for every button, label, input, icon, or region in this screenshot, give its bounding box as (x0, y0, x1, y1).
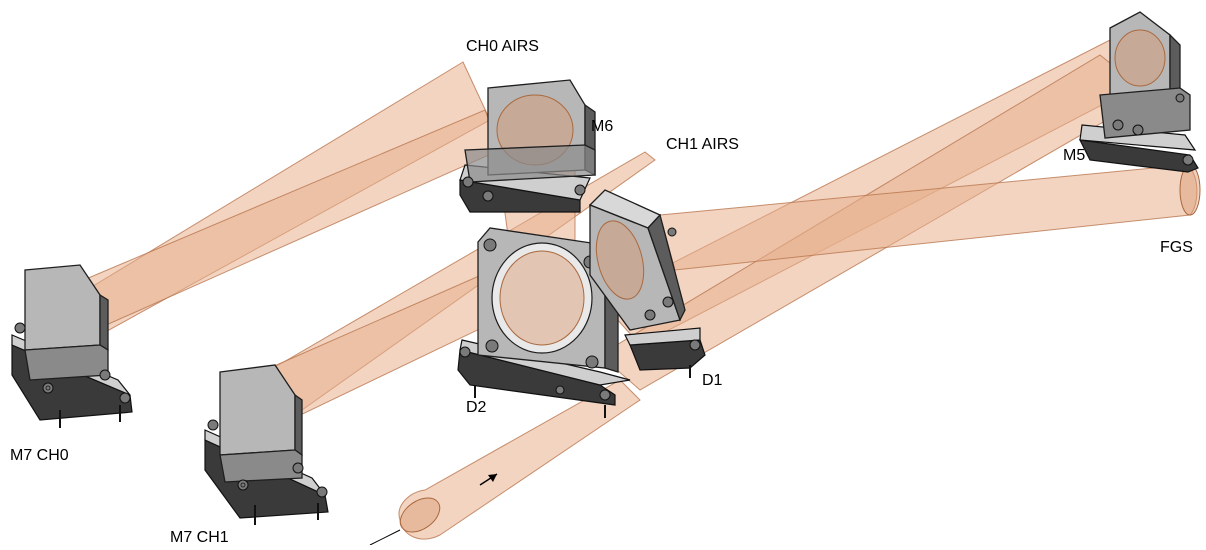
labels: CH0 AIRS M6 CH1 AIRS M5 FGS M7 CH0 M7 CH… (10, 38, 1193, 546)
label-d1: D1 (702, 372, 723, 389)
m7-ch0-mount (11, 264, 133, 428)
input-beam-aperture (399, 497, 441, 533)
fgs-beam-aperture (1179, 164, 1201, 216)
d2-mount (457, 227, 631, 418)
label-m5: M5 (1063, 147, 1085, 164)
label-fgs: FGS (1160, 239, 1193, 256)
m5-mount (1078, 11, 1199, 173)
label-ch1-airs: CH1 AIRS (666, 136, 739, 153)
m6-mount (459, 79, 596, 213)
light-beams (59, 39, 1201, 546)
input-beam (398, 379, 641, 540)
label-m7-ch0: M7 CH0 (10, 447, 69, 464)
d1-mount (588, 189, 706, 378)
label-m7-ch1: M7 CH1 (170, 529, 229, 545)
input-ray-tail (369, 529, 401, 546)
input-beam-arrowhead (488, 474, 497, 482)
label-m6: M6 (591, 118, 613, 135)
m7-ch1-mount (204, 364, 329, 525)
label-ch0-airs: CH0 AIRS (466, 38, 539, 55)
label-d2: D2 (466, 399, 487, 416)
